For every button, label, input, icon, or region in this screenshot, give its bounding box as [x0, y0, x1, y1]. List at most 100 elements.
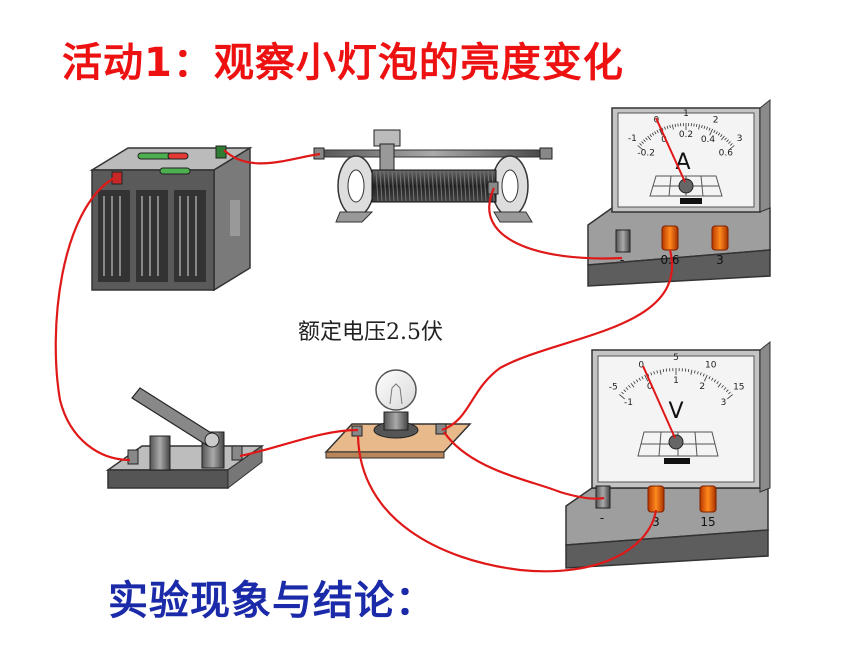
- ammeter-scale-tick: [656, 129, 659, 133]
- voltmeter-terminal-15: 15: [700, 515, 715, 529]
- voltmeter-inner-scale-label: 3: [721, 398, 727, 408]
- ammeter-scale-tick: [637, 145, 644, 151]
- ammeter-scale-tick: [654, 131, 657, 135]
- wire-battery-rheostat: [223, 149, 321, 165]
- ammeter-scale-tick: [641, 141, 644, 144]
- ammeter-outer-scale-label: 2: [713, 116, 719, 126]
- voltmeter-scale-tick: [697, 371, 699, 375]
- ammeter-inner-scale-label: -0.2: [637, 149, 655, 159]
- switch-icon: [105, 387, 265, 490]
- voltmeter-scale-tick: [650, 372, 653, 376]
- slide-title: 活动1：观察小灯泡的亮度变化: [62, 40, 624, 86]
- voltmeter-scale-tick: [716, 381, 719, 385]
- wire-switch-bulb: [239, 428, 359, 458]
- ammeter-scale-tick: [639, 143, 643, 146]
- voltmeter-scale-tick: [728, 391, 731, 395]
- voltmeter-scale-tick: [708, 376, 711, 380]
- voltmeter-scale-tick: [653, 371, 655, 375]
- voltmeter-outer-scale-label: 15: [733, 382, 744, 392]
- voltmeter-scale-tick: [703, 374, 708, 382]
- ammeter-scale-tick: [664, 126, 666, 130]
- voltmeter-scale-tick: [727, 394, 733, 400]
- wire-battery-switch: [54, 177, 131, 462]
- ammeter-terminal-3: 3: [716, 253, 724, 267]
- battery-icon: [89, 145, 253, 292]
- ammeter-scale-tick: [720, 135, 725, 141]
- voltmeter-scale-tick: [690, 369, 693, 375]
- ammeter-scale-tick: [726, 139, 729, 143]
- ammeter-outer-scale-label: 1: [683, 109, 689, 119]
- ammeter-inner-scale-label: 0: [661, 135, 667, 145]
- voltmeter-scale-tick: [647, 373, 650, 377]
- ammeter-scale-tick: [651, 132, 655, 136]
- voltmeter-scale-tick: [633, 381, 636, 385]
- ammeter-scale-tick: [696, 123, 698, 127]
- ammeter-terminal-0.6: 0.6: [660, 253, 679, 267]
- voltmeter-scale-tick: [694, 370, 696, 374]
- ammeter-scale-tick: [643, 139, 646, 143]
- voltmeter-scale-tick: [702, 373, 705, 377]
- wire-bulb-voltmeter-neg: [443, 431, 605, 500]
- voltmeter-scale-tick: [621, 391, 624, 395]
- ammeter-scale-tick: [666, 125, 669, 129]
- wire-ammeter-bulb: [441, 249, 674, 432]
- ammeter-scale-tick: [729, 143, 733, 146]
- voltmeter-scale-tick: [625, 387, 629, 390]
- ammeter-scale-tick: [672, 124, 674, 130]
- ammeter-scale-tick: [728, 145, 735, 151]
- wire-rheostat-ammeter: [488, 187, 623, 260]
- ammeter-scale-tick: [647, 135, 652, 141]
- voltmeter-inner-scale-label: -1: [624, 398, 633, 408]
- voltmeter-scale-tick: [717, 383, 722, 388]
- voltmeter-outer-scale-label: 10: [705, 361, 717, 371]
- voltmeter-scale-tick: [687, 369, 690, 373]
- ammeter-scale-tick: [715, 131, 718, 135]
- ammeter-inner-scale-label: 0.6: [719, 149, 734, 159]
- voltmeter-outer-scale-label: 5: [673, 353, 679, 363]
- voltmeter-inner-scale-label: 1: [673, 376, 679, 386]
- voltmeter-inner-scale-label: 0: [647, 382, 653, 392]
- voltmeter-icon: V -5 0 5 10 15 -1 0 1 2 3 - 3 15: [565, 340, 771, 569]
- ammeter-unit: A: [675, 150, 690, 175]
- voltmeter-scale-tick: [630, 383, 635, 388]
- voltmeter-scale-tick: [638, 377, 641, 381]
- ammeter-scale-tick: [698, 124, 700, 130]
- rated-voltage-label: 额定电压2.5伏: [298, 320, 443, 345]
- voltmeter-terminal-3: 3: [652, 515, 660, 529]
- conclusion-heading: 实验现象与结论：: [108, 578, 436, 624]
- voltmeter-scale-tick: [619, 394, 625, 400]
- ammeter-scale-tick: [713, 129, 716, 133]
- ammeter-terminal-neg: -: [620, 253, 624, 267]
- voltmeter-unit: V: [668, 399, 683, 424]
- voltmeter-scale-tick: [662, 369, 665, 373]
- ammeter-scale-tick: [645, 137, 648, 141]
- voltmeter-terminal-neg: -: [600, 511, 604, 525]
- ammeter-scale-tick: [717, 132, 721, 136]
- ammeter-inner-scale-label: 0.2: [679, 130, 693, 140]
- ammeter-scale-tick: [728, 141, 731, 144]
- ammeter-scale-tick: [720, 134, 723, 138]
- ammeter-scale-tick: [708, 127, 711, 131]
- voltmeter-scale-tick: [721, 385, 724, 388]
- ammeter-scale-tick: [701, 124, 703, 129]
- voltmeter-scale-tick: [699, 372, 702, 376]
- voltmeter-outer-scale-label: -5: [609, 382, 618, 392]
- ammeter-scale-tick: [703, 125, 706, 129]
- voltmeter-inner-scale-label: 2: [699, 382, 705, 392]
- ammeter-scale-tick: [661, 127, 664, 131]
- voltmeter-outer-scale-label: 0: [638, 361, 644, 371]
- ammeter-outer-scale-label: 3: [737, 134, 743, 144]
- ammeter-scale-tick: [706, 126, 708, 130]
- voltmeter-scale-tick: [623, 389, 627, 393]
- voltmeter-scale-tick: [635, 379, 639, 383]
- ammeter-scale-tick: [674, 123, 676, 127]
- ammeter-scale-tick: [724, 137, 727, 141]
- ammeter-scale-tick: [709, 128, 713, 136]
- voltmeter-scale-tick: [628, 385, 631, 388]
- wire-bulb-voltmeter-3: [356, 435, 658, 573]
- wires: [54, 149, 674, 573]
- voltmeter-scale-tick: [644, 374, 649, 382]
